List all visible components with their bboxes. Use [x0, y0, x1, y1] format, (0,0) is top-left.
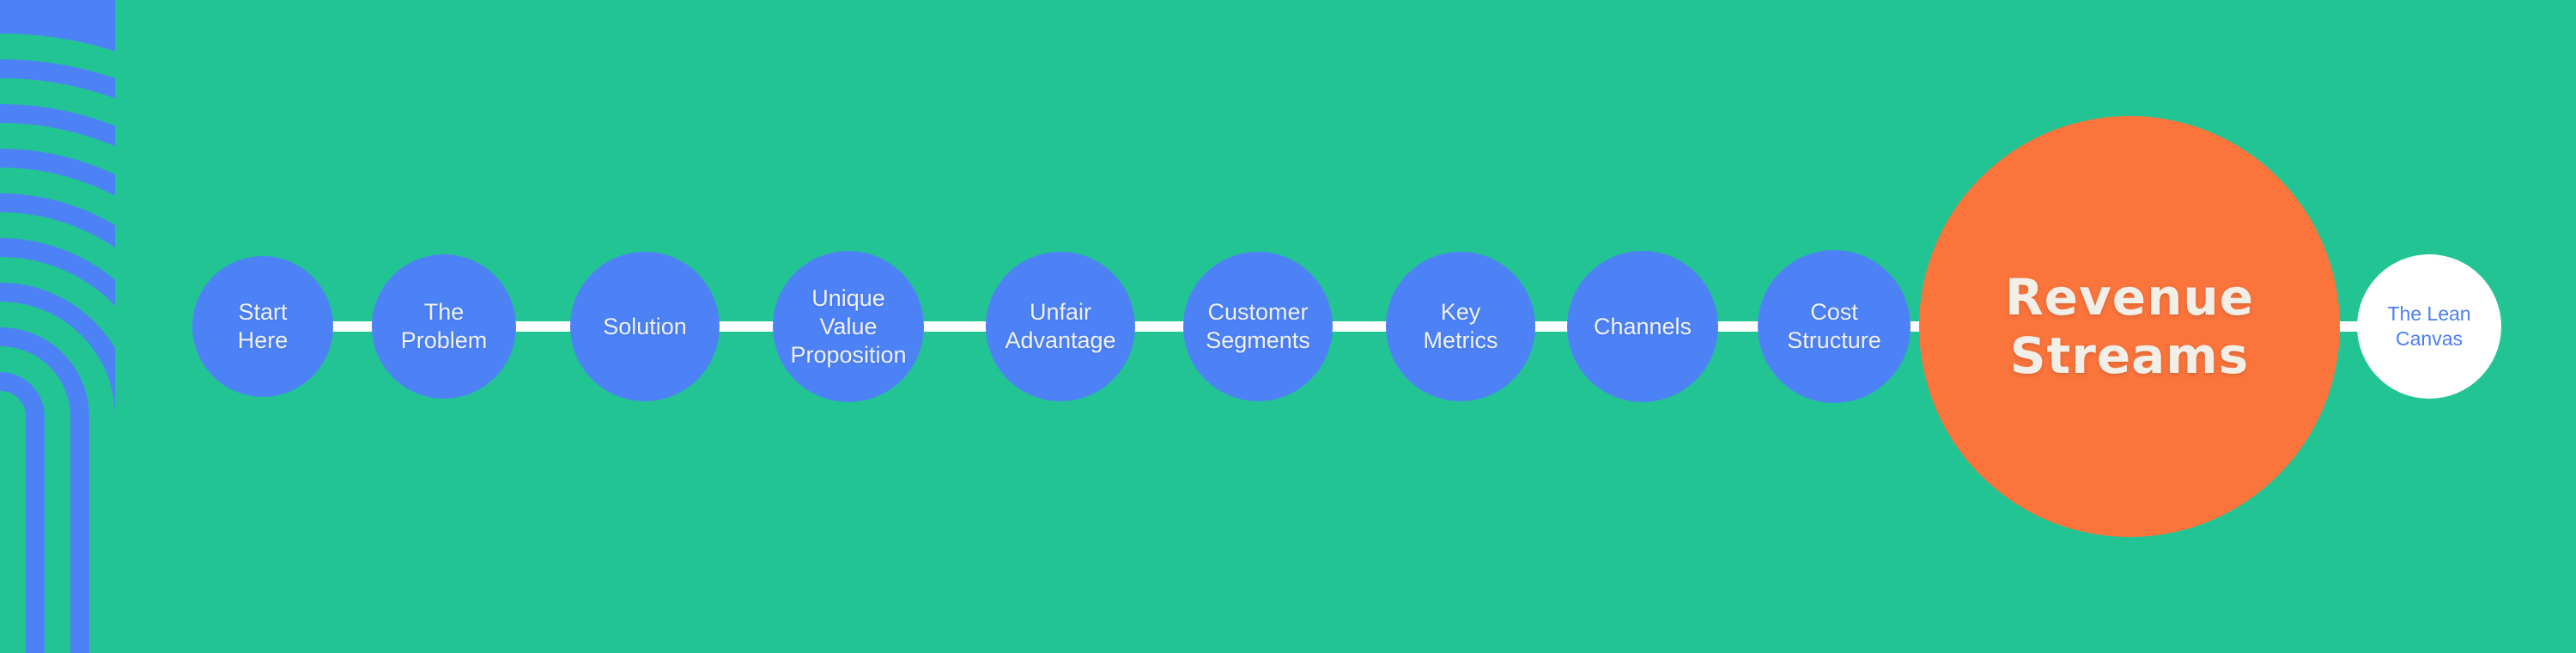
node-unfair-advantage-label: Unfair Advantage: [1005, 299, 1116, 353]
concentric-arcs-decoration: [0, 0, 115, 653]
node-the-problem-label: The Problem: [400, 299, 488, 353]
node-the-lean-canvas-label: The Lean Canvas: [2387, 302, 2471, 350]
node-channels-label: Channels: [1593, 313, 1692, 339]
node-customer-segments: Customer Segments: [1183, 252, 1333, 401]
node-revenue-streams-label: Revenue Streams: [2004, 268, 2255, 385]
node-unique-value-proposition-label: Unique Value Proposition: [790, 284, 907, 368]
node-channels: Channels: [1567, 251, 1718, 402]
node-key-metrics-label: Key Metrics: [1423, 299, 1498, 353]
node-start-here: Start Here: [192, 256, 333, 397]
node-solution-label: Solution: [603, 313, 687, 339]
node-the-lean-canvas: The Lean Canvas: [2357, 254, 2501, 399]
node-the-problem: The Problem: [372, 254, 516, 399]
node-unique-value-proposition: Unique Value Proposition: [773, 251, 924, 402]
node-unfair-advantage: Unfair Advantage: [986, 252, 1135, 401]
node-cost-structure: Cost Structure: [1758, 250, 1911, 403]
node-cost-structure-label: Cost Structure: [1787, 299, 1881, 353]
node-solution: Solution: [570, 252, 720, 401]
node-key-metrics: Key Metrics: [1386, 252, 1535, 401]
node-revenue-streams: Revenue Streams: [1919, 116, 2340, 537]
node-customer-segments-label: Customer Segments: [1206, 299, 1310, 353]
node-start-here-label: Start Here: [237, 299, 289, 353]
